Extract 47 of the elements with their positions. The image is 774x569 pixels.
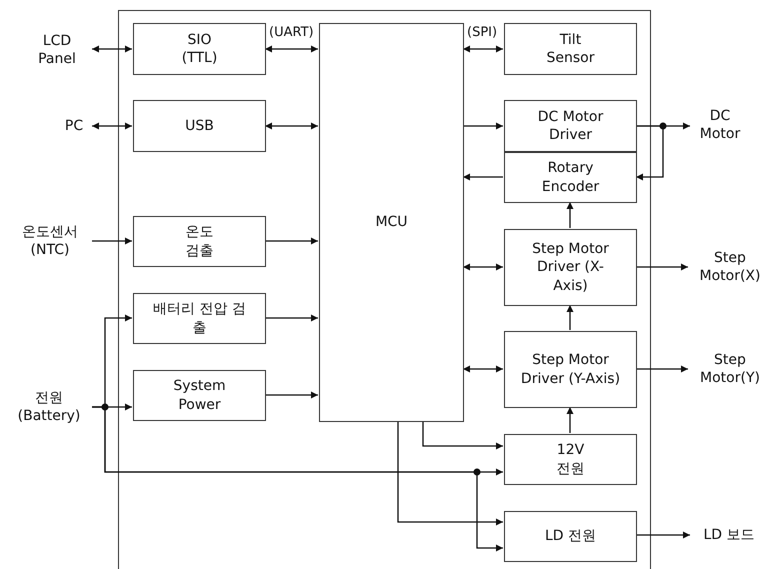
block-box: USB	[133, 100, 266, 152]
block-box: Step Motor Driver (Y-Axis)	[504, 331, 637, 408]
arrow	[92, 406, 503, 552]
port-label: 온도센서 (NTC)	[8, 219, 92, 263]
arrow	[463, 46, 503, 52]
arrow	[422, 421, 503, 450]
arrow	[566, 202, 574, 228]
arrow	[397, 421, 503, 526]
arrow	[265, 46, 318, 52]
arrow	[566, 407, 574, 433]
arrow	[636, 532, 690, 538]
block-box: Tilt Sensor	[504, 23, 637, 75]
arrow	[92, 238, 132, 244]
arrow	[265, 238, 318, 244]
block-box: 배터리 전압 검출	[133, 293, 266, 344]
port-label: LD 보드	[690, 524, 768, 546]
block-box: LD 전원	[504, 511, 637, 562]
block-box: Step Motor Driver (X-Axis)	[504, 229, 637, 306]
mcu-box: MCU	[319, 23, 464, 422]
block-box: 12V 전원	[504, 434, 637, 485]
edge-label: (SPI)	[466, 26, 498, 39]
arrow	[636, 366, 688, 372]
arrow	[463, 264, 503, 270]
arrow	[463, 122, 503, 130]
arrow	[92, 46, 132, 52]
port-label: DC Motor	[690, 103, 750, 147]
edge-label: (UART)	[268, 26, 315, 39]
block-box: System Power	[133, 370, 266, 421]
board-frame	[118, 10, 651, 569]
block-box: 온도 검출	[133, 216, 266, 267]
arrow	[265, 392, 318, 398]
block-box: Rotary Encoder	[504, 152, 637, 203]
arrow	[265, 122, 318, 130]
port-label: 전원 (Battery)	[6, 385, 92, 429]
block-box: DC Motor Driver	[504, 100, 637, 152]
port-label: PC	[56, 115, 92, 137]
arrow	[265, 314, 318, 322]
arrow	[463, 366, 503, 372]
arrow	[463, 174, 503, 180]
arrow	[566, 305, 574, 330]
block-box: SIO (TTL)	[133, 23, 266, 75]
port-label: LCD Panel	[22, 30, 92, 70]
port-label: Step Motor(X)	[688, 245, 772, 289]
arrow	[636, 125, 664, 180]
port-label: Step Motor(Y)	[688, 347, 772, 391]
arrow	[636, 264, 688, 270]
arrow	[92, 122, 132, 130]
